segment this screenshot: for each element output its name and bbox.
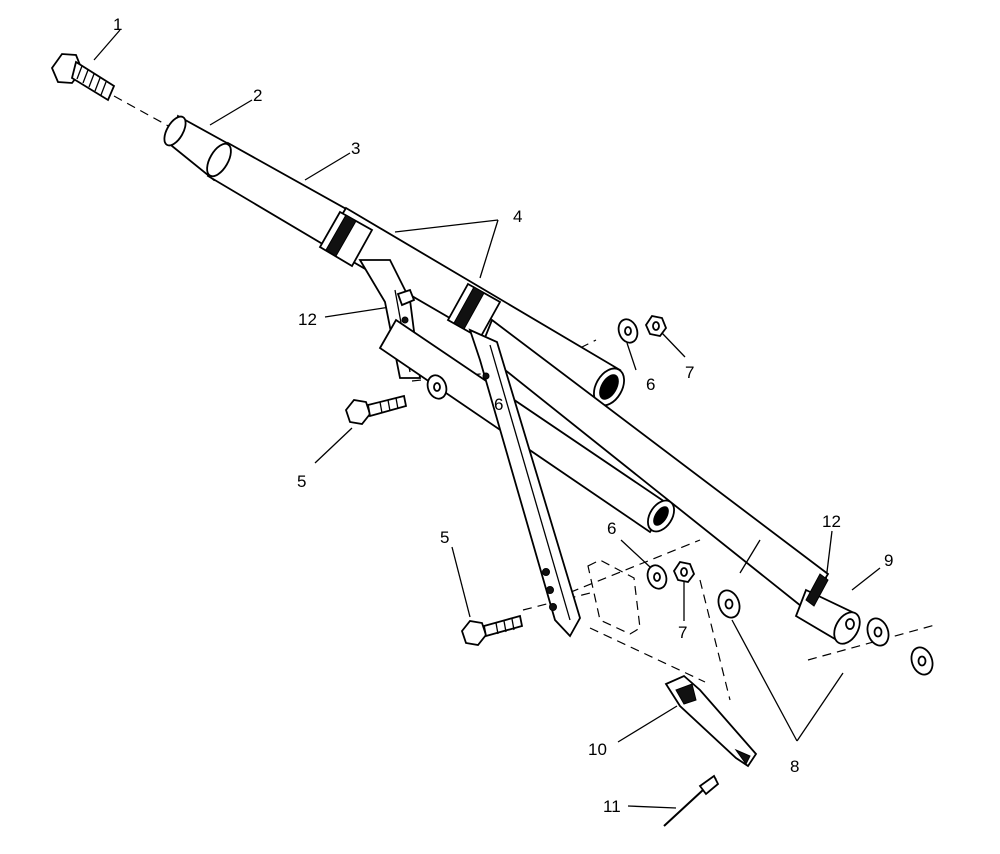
callout-9: 9: [884, 551, 893, 570]
callout-5-lower: 5: [440, 528, 449, 547]
callout-6-upper: 6: [646, 375, 655, 394]
frame-tube-lower: [378, 318, 675, 534]
callout-7-lower: 7: [678, 623, 687, 642]
leader-lines: [93, 29, 881, 809]
callout-1: 1: [113, 15, 122, 34]
lever-part-10: [664, 674, 758, 768]
main-bracket-plate: [468, 328, 581, 638]
washer-part-8-c: [910, 646, 934, 676]
callout-12-upper: 12: [298, 310, 317, 329]
callout-4: 4: [513, 207, 522, 226]
pin-part-11: [663, 774, 720, 827]
callout-2: 2: [253, 86, 262, 105]
callout-labels: 1 2 3 4 12 5 6 6 7 5 6 7 12 9 8 10 11: [113, 15, 893, 816]
callout-11: 11: [603, 797, 621, 816]
nut-part-7-upper: [644, 314, 668, 337]
hidden-bracket-outline: [587, 559, 641, 635]
washer-part-6-lower: [646, 564, 668, 590]
bolt-part-5-upper: [344, 394, 408, 425]
washer-part-6-upper: [617, 318, 639, 344]
washer-part-8-b: [866, 617, 890, 647]
nut-part-7-lower: [672, 560, 696, 583]
callout-6-left: 6: [494, 395, 503, 414]
callout-8: 8: [790, 757, 799, 776]
callout-12-lower: 12: [822, 512, 841, 531]
end-cap-part-9: [794, 573, 861, 645]
washer-part-6-left: [426, 374, 448, 400]
grip-part-3: [206, 141, 350, 248]
bolt-part-1: [50, 53, 116, 102]
callout-10: 10: [588, 740, 607, 759]
callout-3: 3: [351, 139, 360, 158]
bolt-part-5-lower: [460, 614, 524, 646]
callout-5-upper: 5: [297, 472, 306, 491]
callout-6-lower: 6: [607, 519, 616, 538]
callout-7-upper: 7: [685, 363, 694, 382]
washer-part-8-a: [717, 589, 741, 619]
